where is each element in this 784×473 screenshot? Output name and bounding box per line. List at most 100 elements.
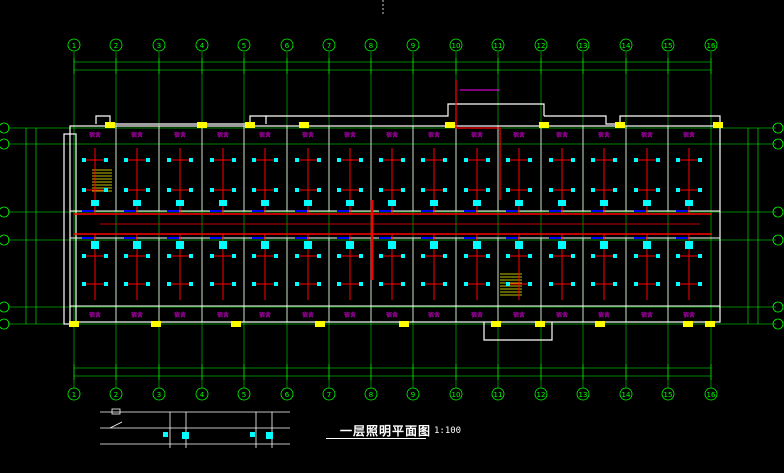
room-label: 宿舍 bbox=[556, 131, 568, 139]
room-label: 宿舍 bbox=[598, 311, 610, 319]
light-fixture bbox=[443, 188, 447, 192]
light-fixture bbox=[613, 282, 617, 286]
axis-bubble-top bbox=[491, 38, 505, 52]
title-underline bbox=[326, 438, 426, 439]
axis-bubble-top bbox=[704, 38, 718, 52]
axis-bubble-top bbox=[109, 38, 123, 52]
axis-bubble-bottom bbox=[406, 387, 420, 401]
axis-bubble-top bbox=[364, 38, 378, 52]
room-label: 宿舍 bbox=[302, 131, 314, 139]
room-label: 宿舍 bbox=[683, 131, 695, 139]
column-marker bbox=[539, 122, 549, 128]
room-label: 宿舍 bbox=[259, 311, 271, 319]
light-fixture bbox=[124, 282, 128, 286]
light-fixture bbox=[189, 158, 193, 162]
light-fixture bbox=[261, 241, 269, 249]
axis-label-top: 13 bbox=[579, 42, 588, 50]
room-label: 宿舍 bbox=[471, 131, 483, 139]
room-label: 宿舍 bbox=[556, 311, 568, 319]
light-fixture bbox=[219, 200, 227, 206]
axis-label-top: 11 bbox=[494, 42, 503, 50]
axis-label-bottom: 14 bbox=[622, 391, 631, 399]
room-label: 宿舍 bbox=[302, 311, 314, 319]
axis-label-top: 3 bbox=[157, 42, 161, 50]
axis-bubble-left bbox=[0, 138, 10, 150]
axis-label-bottom: 11 bbox=[494, 391, 503, 399]
axis-bubble-bottom bbox=[619, 387, 633, 401]
room-label: 宿舍 bbox=[386, 311, 398, 319]
axis-bubble-bottom bbox=[576, 387, 590, 401]
axis-bubble-top bbox=[67, 38, 81, 52]
light-fixture bbox=[698, 158, 702, 162]
axis-label-bottom: 10 bbox=[452, 391, 461, 399]
light-fixture bbox=[337, 158, 341, 162]
room-label: 宿舍 bbox=[131, 311, 143, 319]
axis-label-top: 15 bbox=[664, 42, 673, 50]
light-fixture bbox=[613, 158, 617, 162]
room-label: 宿舍 bbox=[428, 311, 440, 319]
light-fixture bbox=[486, 254, 490, 258]
light-fixture bbox=[506, 282, 510, 286]
room-label: 宿舍 bbox=[259, 131, 271, 139]
light-fixture bbox=[189, 254, 193, 258]
light-fixture bbox=[379, 282, 383, 286]
axis-bubble-bottom bbox=[491, 387, 505, 401]
axis-bubble-bottom bbox=[237, 387, 251, 401]
light-fixture bbox=[379, 254, 383, 258]
light-fixture bbox=[443, 282, 447, 286]
light-fixture bbox=[549, 282, 553, 286]
axis-bubble-top bbox=[152, 38, 166, 52]
room-label: 宿舍 bbox=[89, 311, 101, 319]
light-fixture bbox=[359, 254, 363, 258]
axis-label-bottom: 6 bbox=[285, 391, 290, 399]
axis-label-top: 12 bbox=[537, 42, 546, 50]
light-fixture bbox=[210, 254, 214, 258]
light-fixture bbox=[388, 200, 396, 206]
axis-bubble-right bbox=[772, 122, 784, 134]
light-fixture bbox=[591, 188, 595, 192]
light-fixture bbox=[232, 188, 236, 192]
light-fixture bbox=[82, 158, 86, 162]
axis-label-top: 9 bbox=[411, 42, 415, 50]
light-fixture bbox=[146, 254, 150, 258]
axis-bubble-top bbox=[237, 38, 251, 52]
column-marker bbox=[245, 122, 255, 128]
axis-bubble-left bbox=[0, 301, 10, 313]
room-labels: 宿舍宿舍宿舍宿舍宿舍宿舍宿舍宿舍宿舍宿舍宿舍宿舍宿舍宿舍宿舍宿舍宿舍宿舍宿舍宿舍… bbox=[89, 131, 695, 319]
light-fixture bbox=[359, 188, 363, 192]
light-fixture bbox=[643, 200, 651, 206]
column-marker bbox=[535, 321, 545, 327]
column-marker bbox=[595, 321, 605, 327]
axis-label-top: 1 bbox=[72, 42, 76, 50]
light-fixture bbox=[304, 200, 312, 206]
axis-label-bottom: 2 bbox=[114, 391, 118, 399]
light-fixture bbox=[685, 241, 693, 249]
axis-label-bottom: 8 bbox=[369, 391, 373, 399]
light-fixture bbox=[421, 282, 425, 286]
light-fixture bbox=[558, 200, 566, 206]
room-label: 宿舍 bbox=[344, 311, 356, 319]
light-fixture bbox=[210, 282, 214, 286]
axis-label-top: 7 bbox=[327, 42, 331, 50]
light-fixture bbox=[91, 241, 99, 249]
column-marker bbox=[231, 321, 241, 327]
light-fixture bbox=[104, 188, 108, 192]
axis-label-bottom: 15 bbox=[664, 391, 673, 399]
column-marker bbox=[399, 321, 409, 327]
light-fixture bbox=[634, 158, 638, 162]
axis-bubble-bottom bbox=[152, 387, 166, 401]
column-marker bbox=[105, 122, 115, 128]
light-fixture bbox=[421, 158, 425, 162]
light-fixture bbox=[571, 188, 575, 192]
light-fixture bbox=[210, 158, 214, 162]
light-fixture bbox=[558, 241, 566, 249]
room-label: 宿舍 bbox=[217, 131, 229, 139]
light-fixture bbox=[643, 241, 651, 249]
light-fixture bbox=[82, 254, 86, 258]
wall bbox=[483, 322, 553, 341]
light-fixture bbox=[167, 282, 171, 286]
legend-diagram bbox=[100, 0, 384, 448]
light-fixture bbox=[346, 241, 354, 249]
axis-label-bottom: 3 bbox=[157, 391, 161, 399]
light-fixture bbox=[528, 254, 532, 258]
